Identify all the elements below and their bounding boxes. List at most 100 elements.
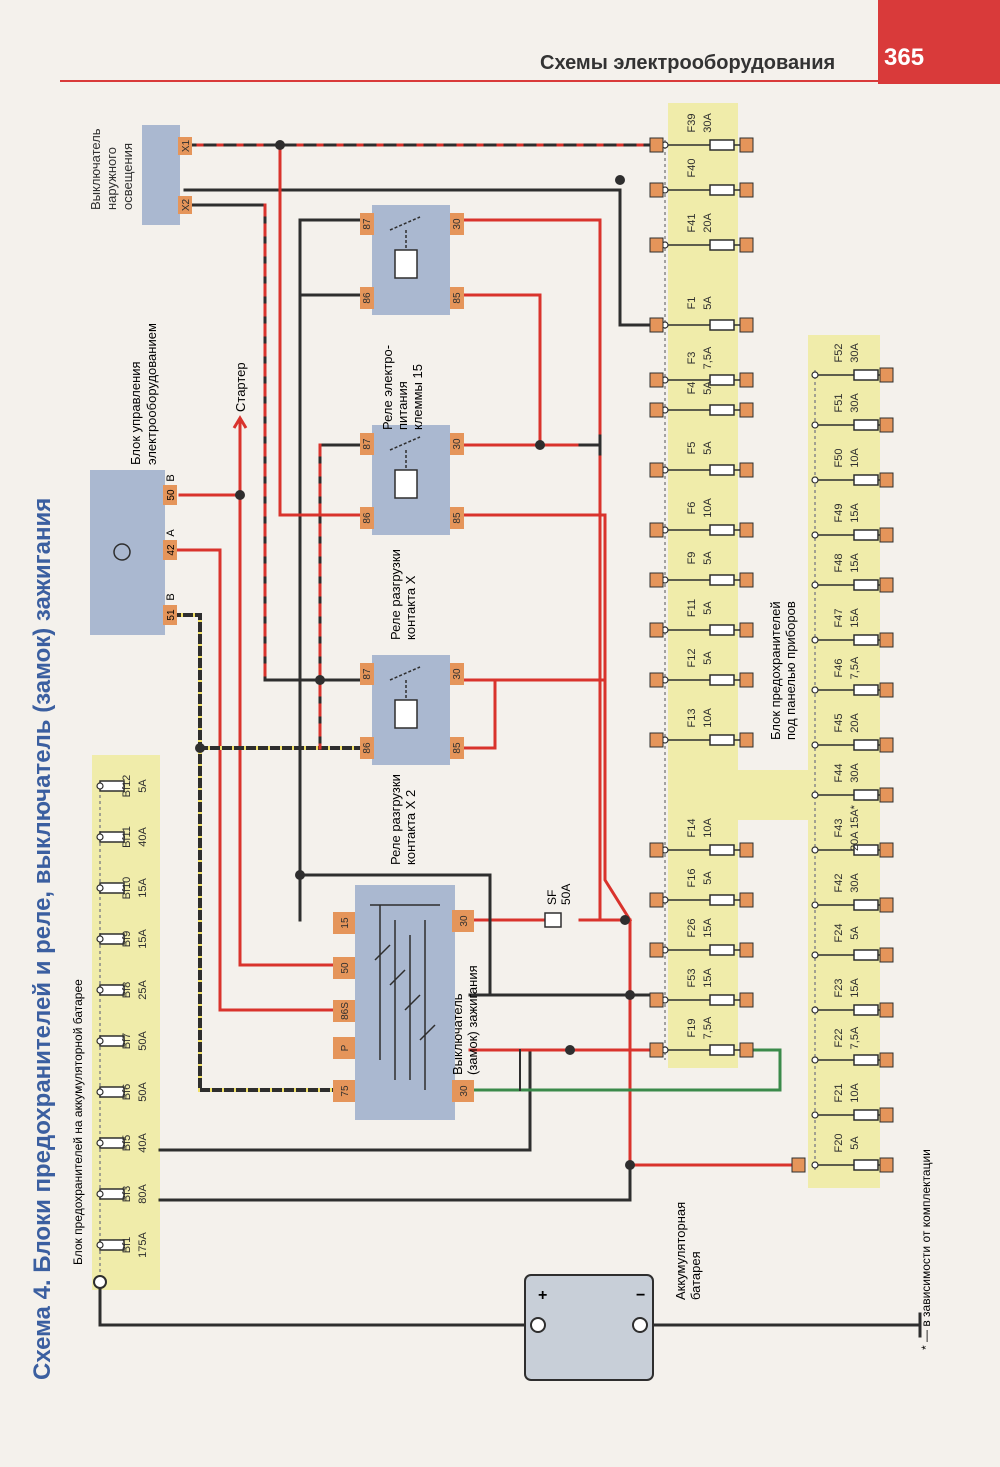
bcm-label-1: Блок управления (128, 361, 143, 465)
panel-fuse-inner-name-2: F41 (686, 214, 698, 233)
relay-x-contact (389, 436, 421, 470)
panel-fuse-inner-pin-in-11 (649, 732, 664, 748)
panel-fuse-inner-pin-in-13 (649, 892, 664, 908)
battery-terminal-minus (632, 1317, 648, 1333)
svg-text:42: 42 (166, 544, 177, 556)
panel-fuse-outer-13-node (811, 1056, 819, 1064)
battery-plus: + (538, 1287, 547, 1304)
battery-fuse-7-node (96, 884, 104, 892)
panel-fuse-outer-6-node (811, 686, 819, 694)
panel-fuse-inner-9-body (709, 624, 735, 636)
ignition-switch (355, 885, 455, 1120)
panel-fuse-inner-4-body (709, 374, 735, 386)
panel-fuse-outer-pin-9 (879, 842, 894, 858)
relay-x-pin-0 (360, 433, 374, 455)
panel-fuse-outer-name-4: F48 (833, 554, 845, 573)
panel-fuse-outer-10-body (853, 899, 879, 911)
panel-fuse-inner-1-body (709, 184, 735, 196)
panel-fuse-outer-9-node (811, 846, 819, 854)
panel-fuse-outer-pin-6 (879, 682, 894, 698)
panel-fuse-inner-pin-in-1 (649, 182, 664, 198)
panel-fuse-inner-pin-in-3 (649, 317, 664, 333)
ignition-label-1: Выключатель (450, 993, 465, 1075)
panel-fuse-inner-name-6: F5 (686, 442, 698, 455)
battery-fuse-4-node (96, 1037, 104, 1045)
svg-text:50: 50 (166, 489, 177, 501)
light-switch-label-1: Выключатель (88, 128, 103, 210)
panel-fuse-inner-rating-13: 5A (702, 871, 714, 885)
panel-fuse-inner-pin-out-4 (739, 372, 754, 388)
battery-fuse-name-7: Bf10 (121, 877, 133, 900)
svg-text:A: A (165, 529, 177, 537)
panel-fuse-inner-name-9: F11 (686, 599, 698, 617)
panel-fuse-outer-pin-2 (879, 472, 894, 488)
panel-fuse-inner-pin-out-9 (739, 622, 754, 638)
switch-pin-x2-label: X2 (181, 198, 192, 211)
panel-fuse-inner-pin-in-6 (649, 462, 664, 478)
relay-x2-pin-1 (360, 737, 374, 759)
switch-pin-x1-label: X1 (181, 139, 192, 152)
panel-fuse-inner-5-body (709, 404, 735, 416)
panel-fuse-outer-1-node (811, 421, 819, 429)
header-rule (60, 80, 1000, 82)
panel-fuse-inner-name-1: F40 (686, 159, 698, 178)
panel-fuse-inner-name-12: F14 (686, 819, 698, 838)
panel-fuse-inner-rating-4: 7,5A (702, 346, 714, 369)
battery-fuse-rating-8: 40A (137, 827, 149, 847)
panel-fuse-outer-2-body (853, 474, 879, 486)
relay-x-label-1: Реле разгрузки (388, 549, 403, 640)
relay-x2-pin-label-1: 86 (362, 742, 373, 754)
bcm-label-2: электрооборудованием (144, 323, 159, 465)
relay-15-label-2: питания (395, 381, 410, 430)
relay-x2-pin-3 (450, 663, 464, 685)
starter-arrow (232, 415, 248, 430)
panel-fuse-outer-pin-7 (879, 737, 894, 753)
panel-fuse-outer-8-node (811, 791, 819, 799)
switch-pin-x2 (178, 196, 192, 214)
panel-fuse-outer-9-body (853, 844, 879, 856)
panel-fuse-outer-0-node (811, 371, 819, 379)
ignition-pin-left-label-3: P (340, 1044, 351, 1051)
panel-fuse-block-bridge (738, 770, 808, 820)
ignition-pin-right-label-1: 30 (459, 1085, 470, 1097)
page-number: 365 (884, 44, 925, 71)
panel-fuse-block-label-1: Блок предохранителей (768, 601, 783, 740)
panel-fuse-inner-15-body (709, 994, 735, 1006)
battery-fuse-8-node (96, 833, 104, 841)
ignition-pin-left-label-4: 75 (340, 1085, 351, 1097)
panel-fuse-outer-rating-5: 15A (849, 608, 861, 628)
panel-fuse-outer-pin-12 (879, 1002, 894, 1018)
panel-fuse-outer-pin-15 (879, 1157, 894, 1173)
panel-fuse-inner-name-7: F6 (686, 502, 698, 515)
panel-fuse-inner-11-body (709, 734, 735, 746)
relay-15-pin-label-3: 30 (452, 218, 463, 230)
panel-fuse-outer-name-7: F45 (833, 714, 845, 733)
panel-fuse-outer-rating-15: 5A (849, 1136, 861, 1150)
panel-fuse-inner-rating-8: 5A (702, 551, 714, 565)
panel-fuse-outer-15-body (853, 1159, 879, 1171)
sf-fuse-rating: 50A (559, 884, 573, 905)
panel-fuse-outer-name-11: F24 (833, 924, 845, 943)
ignition-pin-left-label-2: 86S (340, 1002, 351, 1020)
battery-fuse-rating-2: 40A (137, 1133, 149, 1153)
ignition-pin-left-2 (333, 1000, 355, 1022)
ignition-label-2: (замок) зажигания (465, 965, 480, 1075)
panel-fuse-inner-14-body (709, 944, 735, 956)
panel-fuse-outer-name-14: F21 (833, 1084, 845, 1103)
panel-fuse-outer-name-2: F50 (833, 449, 845, 468)
panel-fuse-outer-name-12: F23 (833, 979, 845, 998)
relay-x-label-2: контакта X (403, 575, 418, 640)
relay-15-coil (394, 249, 418, 279)
relay-15-pin-label-2: 85 (452, 292, 463, 304)
panel-fuse-inner-12-body (709, 844, 735, 856)
bcm-box (90, 470, 165, 635)
battery-fuse-name-1: Bf3 (121, 1186, 133, 1203)
ignition-pin-left-3 (333, 1037, 355, 1059)
ignition-pin-right-1 (452, 1080, 474, 1102)
battery-fuse-6-node (96, 935, 104, 943)
panel-fuse-inner-pin-in-8 (649, 572, 664, 588)
panel-fuse-inner-10-body (709, 674, 735, 686)
panel-fuse-outer-rating-10: 30A (849, 873, 861, 893)
panel-fuse-outer-7-body (853, 739, 879, 751)
